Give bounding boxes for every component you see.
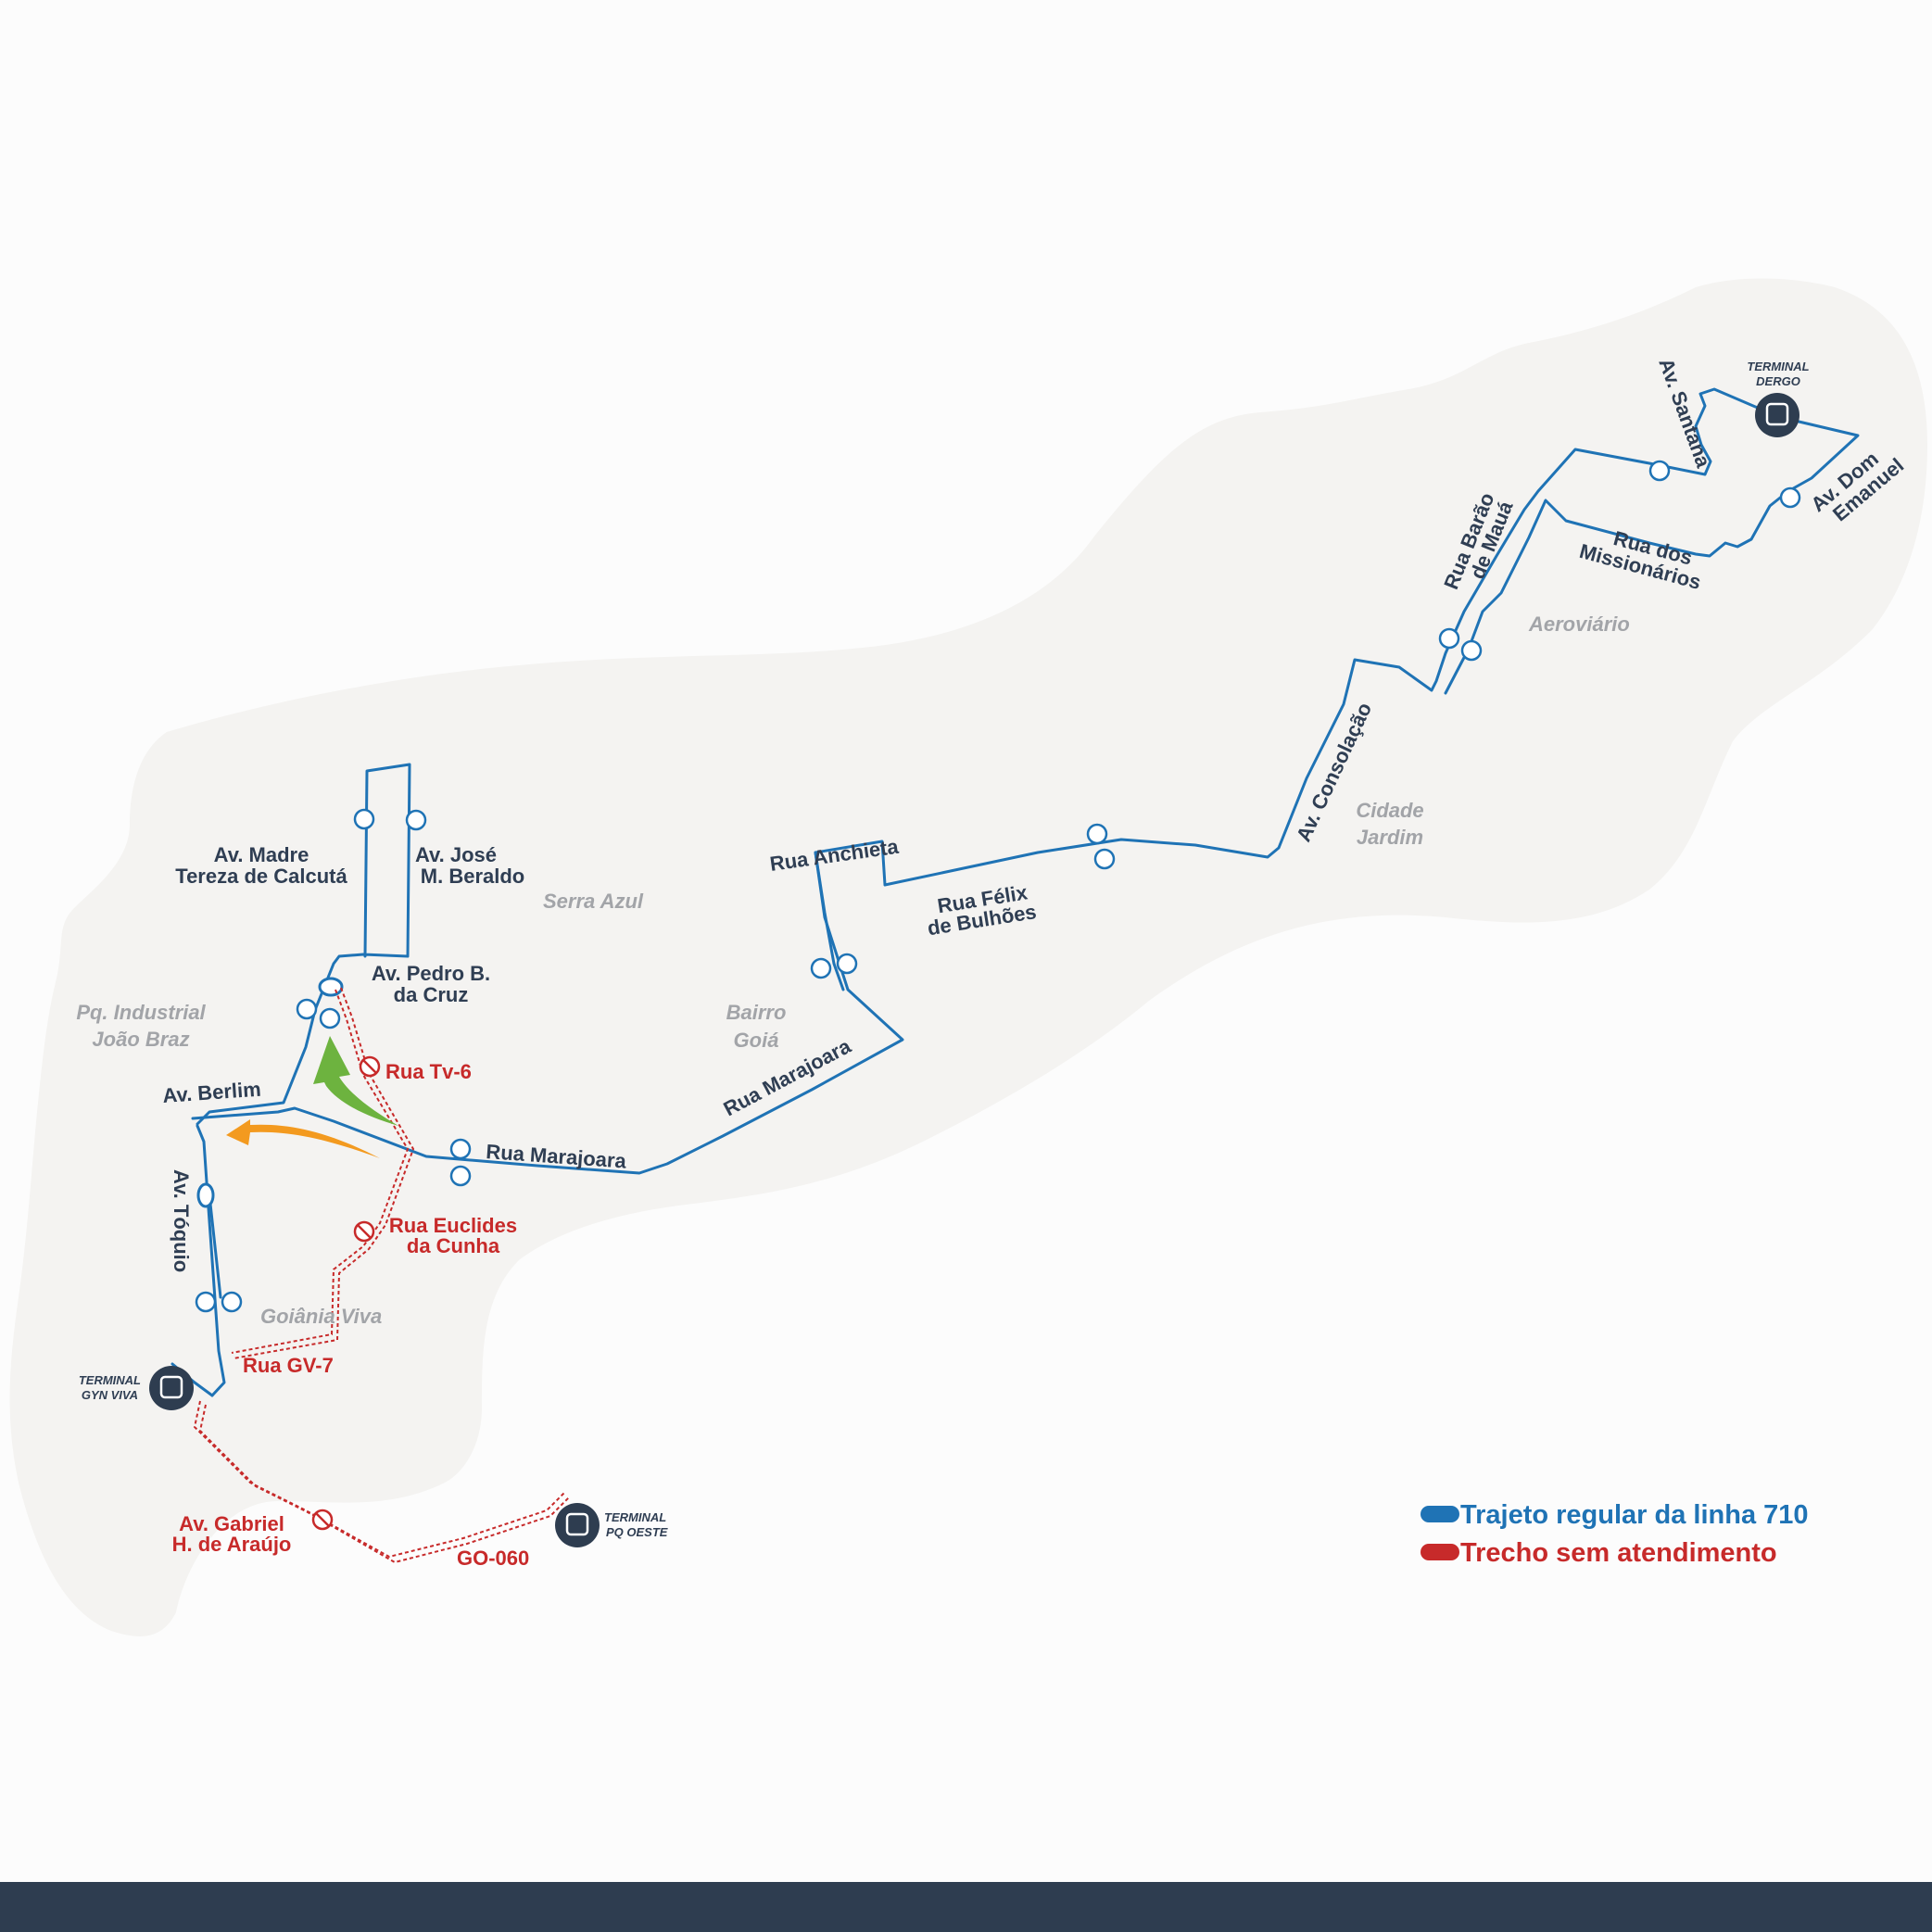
bus-terminal-icon: [149, 393, 1799, 1547]
legend-regular-label: Trajeto regular da linha 710: [1460, 1500, 1809, 1530]
legend-regular-swatch: [1421, 1506, 1459, 1522]
detour-arrow-green: [313, 1036, 398, 1126]
closed-street-label: Rua Tv-6: [385, 1060, 472, 1083]
regular-route: [170, 387, 1860, 1397]
bus-stop-arrow-icon: [195, 460, 1801, 1313]
detour-arrow-orange: [226, 1119, 380, 1158]
street-label: Av. Pedro B.da Cruz: [372, 962, 490, 1006]
footer-bar: [0, 1882, 1932, 1932]
legend-closed-swatch: [1421, 1544, 1459, 1560]
no-service-icon: [311, 1055, 381, 1531]
neighborhood-label: Goiânia Viva: [260, 1305, 382, 1328]
street-label: Av. Tóquio: [170, 1169, 193, 1272]
service-area: [9, 278, 1928, 1636]
legend: Trajeto regular da linha 710 Trecho sem …: [1421, 1500, 1809, 1568]
neighborhood-label: Serra Azul: [543, 890, 644, 913]
neighborhood-label: Aeroviário: [1528, 612, 1630, 636]
legend-closed-label: Trecho sem atendimento: [1460, 1538, 1777, 1568]
closed-route: [193, 987, 570, 1564]
closed-street-label: Rua GV-7: [243, 1354, 334, 1377]
closed-street-label: GO-060: [457, 1547, 529, 1570]
